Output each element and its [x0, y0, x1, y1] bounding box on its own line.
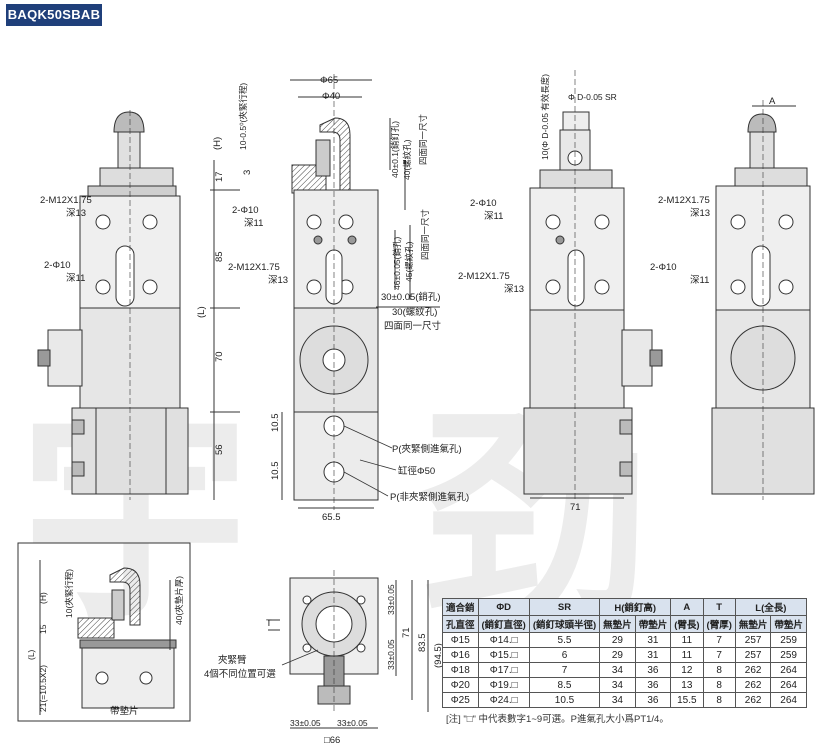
depth-label: 深11 — [690, 275, 709, 286]
dim-17: 17 — [214, 171, 225, 182]
effective-length: 10(Φ D-0.05 有效長度) — [540, 74, 550, 160]
dim-phi65: Φ65 — [320, 75, 338, 86]
dim-33: 33±0.05 — [386, 639, 396, 670]
clamp-travel-label: 10-0.5⁰(夾緊行程) — [238, 83, 248, 150]
pin-hole-40: 40±0.1(銷釘孔) — [390, 121, 400, 178]
depth-label: 深11 — [244, 218, 263, 229]
dim-A: A — [769, 96, 776, 107]
col-H: H(銷釘高) — [599, 598, 672, 616]
four-side-note: 四面同一尺寸 — [384, 320, 442, 332]
thread-40: 40(螺紋孔) — [402, 139, 412, 180]
dim-L: (L) — [196, 306, 207, 318]
col-L-no-shim: 無墊片 — [734, 615, 772, 633]
shim-thickness: 40(夾墊片厚) — [174, 576, 184, 625]
dim-T: T — [266, 618, 272, 629]
dim-10-5: 10.5 — [270, 414, 281, 433]
footnote: [注] "□" 中代表數字1~9可選。P進氣孔大小爲PT1/4。 — [446, 714, 669, 725]
dim-56: 56 — [214, 444, 225, 455]
clamp-arm-label: 夾緊臂 — [218, 654, 247, 666]
depth-label: 深13 — [504, 284, 524, 295]
dim-65-5: 65.5 — [322, 512, 341, 523]
depth-label: 深13 — [690, 208, 710, 219]
dim-21: 21(=10.5X2) — [38, 665, 48, 712]
col-H-no-shim: 無墊片 — [599, 615, 636, 633]
bore-label: 缸徑Φ50 — [398, 465, 435, 477]
section-view — [210, 74, 440, 510]
dim-L: (L) — [26, 649, 36, 660]
dim-94-5: (94.5) — [433, 643, 444, 668]
front-view — [37, 110, 189, 500]
col-H-with-shim: 帶墊片 — [634, 615, 672, 633]
phiD-SR-label: Φ D-0.05 SR — [568, 92, 617, 102]
dim-85: 85 — [214, 251, 225, 262]
thread-30: 30(螺紋孔) — [392, 306, 437, 318]
port-unclamp: P(非夾緊側進氣孔) — [390, 491, 469, 503]
spec-table: 適合銷 ΦD SR H(銷釘高) A T L(全長) 孔直徑 (銷釘直徑) (銷… — [442, 598, 807, 708]
dim-33: 33±0.05 — [290, 718, 321, 728]
dim-15: 15 — [38, 624, 48, 634]
dim-10-5: 10.5 — [270, 462, 281, 481]
col-A-sub: (臂長) — [670, 615, 704, 633]
col-L-with-shim: 帶墊片 — [770, 615, 807, 633]
dim-33: 33±0.05 — [337, 718, 368, 728]
col-A: A — [670, 598, 704, 616]
col-SR-sub: (銷釘球頭半徑) — [528, 615, 601, 633]
dim-H: (H) — [38, 592, 48, 604]
four-position-label: 4個不同位置可選 — [204, 668, 276, 680]
depth-label: 深11 — [484, 211, 503, 222]
depth-label: 深13 — [268, 275, 288, 286]
col-phiD: ΦD — [477, 598, 530, 616]
col-SR: SR — [528, 598, 601, 616]
four-side-note: 四面同一尺寸 — [420, 208, 430, 260]
col-phiD-sub: (銷釘直徑) — [477, 615, 530, 633]
pin-hole-label: 2-Φ10 — [232, 205, 259, 216]
thread-45: 45(螺紋孔) — [404, 241, 414, 282]
m12-thread-label: 2-M12X1.75 — [458, 271, 510, 282]
m12-thread-label: 2-M12X1.75 — [228, 262, 280, 273]
col-T: T — [702, 598, 736, 616]
bottom-view — [268, 570, 429, 729]
model-badge: BAQK50SBAB — [6, 4, 102, 26]
dim-83-5: 83.5 — [417, 634, 428, 653]
col-L: L(全長) — [734, 598, 807, 616]
shim-label: 帶墊片 — [110, 705, 139, 717]
dim-70: 70 — [214, 351, 225, 362]
pin-hole-label: 2-Φ10 — [44, 260, 71, 271]
m12-thread-label: 2-M12X1.75 — [658, 195, 710, 206]
square-66: □66 — [324, 735, 340, 746]
col-hole: 適合銷 — [442, 598, 479, 616]
side-view — [523, 70, 663, 500]
dim-71: 71 — [570, 502, 581, 513]
dim-H: (H) — [212, 137, 223, 150]
m12-thread-label: 2-M12X1.75 — [40, 195, 92, 206]
right-view — [711, 100, 815, 500]
shim-inset-frame — [17, 542, 191, 722]
dim-3: 3 — [242, 170, 253, 175]
dim-phi40: Φ40 — [322, 91, 340, 102]
clamp-travel-label: 10(夾緊行程) — [64, 569, 74, 618]
pin-hole-30: 30±0.05(銷孔) — [381, 291, 441, 303]
port-clamp: P(夾緊側進氣孔) — [392, 443, 462, 455]
pin-hole-46: 46±0.05(銷孔) — [392, 237, 402, 290]
four-side-note: 四面同一尺寸 — [418, 113, 428, 165]
dim-71: 71 — [401, 627, 412, 638]
dim-33: 33±0.05 — [386, 584, 396, 615]
pin-hole-label: 2-Φ10 — [650, 262, 677, 273]
col-T-sub: (臂厚) — [702, 615, 736, 633]
pin-hole-label: 2-Φ10 — [470, 198, 497, 209]
shim-inset — [39, 560, 177, 715]
col-hole-sub: 孔直徑 — [442, 615, 479, 633]
depth-label: 深13 — [66, 208, 86, 219]
depth-label: 深11 — [66, 273, 85, 284]
